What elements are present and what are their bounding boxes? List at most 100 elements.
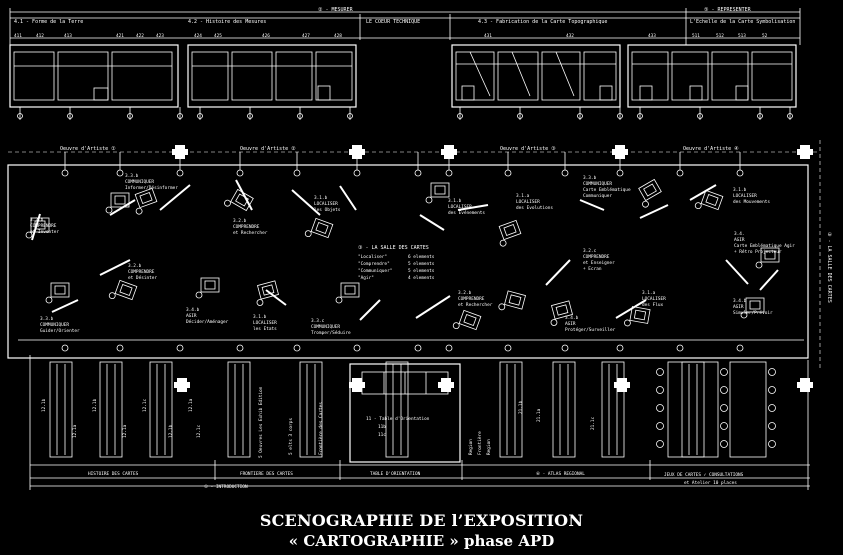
station-line: Communiquer — [583, 193, 612, 199]
station-line: COMMUNIQUER — [311, 324, 340, 330]
num-427: 427 — [302, 33, 310, 39]
hall-marker-bottom — [176, 344, 184, 352]
representer-label: ⑤ - REPRESENTER — [704, 7, 752, 13]
oeuvre-artiste-2: Oeuvre d'Artiste ② — [240, 146, 296, 152]
desk-top — [504, 290, 526, 310]
salle-row-comprendre: "Comprendre" — [358, 261, 390, 267]
station-line: et Enseigner — [583, 260, 615, 266]
station-code: 3.1.b — [314, 195, 328, 201]
station-code: 3.3.b — [583, 175, 597, 181]
station-line: + Rétro Projecteur — [734, 248, 782, 255]
desk-top — [310, 217, 334, 239]
desk — [694, 189, 724, 211]
desk-stool — [498, 303, 506, 311]
rack — [227, 361, 251, 458]
seat — [720, 368, 728, 376]
top-dimension-lines — [9, 8, 801, 45]
station-code: 3.2.b — [30, 217, 44, 223]
station-line: des Flux — [642, 302, 664, 308]
hall-marker-bottom — [616, 344, 624, 352]
pillar-arm — [614, 382, 630, 388]
rack-code-atlas: 21.1b — [518, 400, 524, 414]
section-numbers: 411 412 413 421 422 423 424 425 426 427 … — [14, 33, 768, 39]
desk-stool — [425, 196, 433, 204]
station-line: LOCALISER — [253, 320, 277, 326]
hall-marker-bottom — [353, 344, 361, 352]
desk-screen — [139, 192, 153, 204]
station-line: et Rechercher — [233, 230, 268, 236]
rack — [99, 361, 123, 458]
num-422: 422 — [136, 33, 144, 39]
num-425: 425 — [214, 33, 222, 39]
seat — [656, 422, 664, 430]
desk-top — [638, 178, 662, 202]
station-code: 3.3.b — [125, 173, 139, 179]
rack — [149, 361, 173, 458]
elevation-post-marker — [637, 113, 643, 119]
section-histoire-mesures: 4.2 - Histoire des Mesures — [188, 19, 266, 25]
rack-code: 12.1b — [92, 398, 98, 412]
seat — [768, 404, 776, 412]
desk-top — [430, 182, 450, 198]
desk-screen — [119, 284, 133, 296]
station-line: LOCALISER — [448, 204, 472, 210]
seat — [656, 440, 664, 448]
hall-marker-bottom — [414, 344, 422, 352]
hall-marker-top — [445, 169, 453, 177]
table-line-3: 11c — [378, 432, 386, 438]
display-panel — [759, 269, 779, 291]
station-line: Guider/Orienter — [40, 328, 80, 334]
rack-code: 12.1a — [122, 424, 128, 438]
hall-marker-top — [616, 169, 624, 177]
salle-row-comprendre-value: 5 elements — [408, 261, 435, 267]
desk — [108, 279, 138, 301]
station-line: Décider/Aménager — [186, 318, 229, 325]
label-cinq-oeuvres: 5 Oeuvres Les Exhib Edition — [258, 386, 264, 458]
bottom-zone — [29, 355, 810, 490]
section-fabrication-carte: 4.3 - Fabrication de la Carte Topographi… — [478, 19, 607, 25]
hall-marker-bottom — [504, 344, 512, 352]
desk-stool — [108, 292, 116, 300]
desk-stool — [195, 291, 203, 299]
desk — [195, 277, 220, 299]
desk-stool — [45, 296, 53, 304]
display-panel — [339, 185, 357, 211]
station-line: Simuler/Prévoir — [733, 309, 773, 316]
desk-top — [551, 300, 573, 320]
num-426: 426 — [262, 33, 270, 39]
station-line: COMMUNIQUER — [40, 322, 69, 328]
desk — [498, 219, 522, 247]
oeuvre-artiste-1: Oeuvre d'Artiste ① — [60, 146, 116, 152]
station-line: AGIR — [186, 313, 197, 319]
hall-marker-top — [61, 169, 69, 177]
desk — [25, 217, 50, 239]
station-line: COMPRENDRE — [30, 223, 57, 229]
elevation-post-marker — [67, 113, 73, 119]
section-coeur-technique: LE COEUR TECHNIQUE — [366, 19, 420, 25]
desk — [624, 306, 651, 327]
desk-stool — [335, 296, 343, 304]
num-423: 423 — [156, 33, 164, 39]
station-code: 3.3.b — [40, 316, 54, 322]
desk — [224, 188, 254, 212]
rack-code: 12.1a — [188, 398, 194, 412]
desk-stool — [755, 261, 763, 269]
hall-marker-bottom — [561, 344, 569, 352]
desk — [335, 282, 360, 304]
rack-code-atlas: 21.1a — [536, 408, 542, 422]
rack — [681, 361, 705, 458]
display-panel — [615, 299, 647, 319]
caption-line-2: « CARTOGRAPHIE » phase APD — [288, 532, 555, 550]
display-panel — [159, 184, 191, 211]
num-413: 413 — [64, 33, 72, 39]
display-panel — [725, 259, 749, 285]
display-panel — [689, 184, 717, 201]
elevation-post-marker — [347, 113, 353, 119]
desk-top — [498, 219, 522, 241]
num-512: 512 — [716, 33, 724, 39]
desk — [425, 182, 450, 204]
rack-code: 12.1b — [168, 424, 174, 438]
station-code: 3.1.b — [253, 314, 267, 320]
station-code: 3.2.c — [583, 248, 597, 254]
elevation-post-marker — [757, 113, 763, 119]
